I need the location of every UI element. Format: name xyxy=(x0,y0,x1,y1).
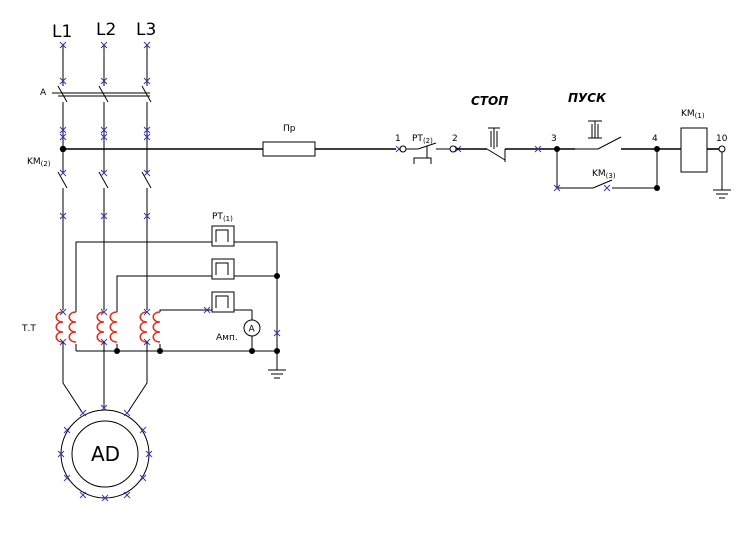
terminal-2 xyxy=(449,145,457,153)
phase-label-l1: L1 xyxy=(52,22,72,42)
current-transformers-label: Т.Т xyxy=(21,324,36,334)
ground-icon xyxy=(268,369,286,379)
contactor-coil xyxy=(680,127,708,173)
motor-rotor xyxy=(71,420,139,488)
main-contactor: KM(2) xyxy=(27,157,152,310)
junction-dot xyxy=(654,185,660,191)
thermal-relays: PT(1) A Амп. xyxy=(75,212,286,379)
node-4-label: 4 xyxy=(652,134,658,144)
control-circuit: Пр 1 PT(2) 2 СТОП 3 ПУСК 4 xyxy=(59,91,731,199)
circuit-breaker: A xyxy=(40,85,152,172)
motor-feed xyxy=(62,342,148,413)
terminal-10 xyxy=(718,145,726,153)
terminal-1 xyxy=(399,145,407,153)
ammeter-caption: Амп. xyxy=(216,333,238,343)
node-3-label: 3 xyxy=(551,134,557,144)
relay-top-label: PT(1) xyxy=(212,212,233,223)
phase-label-l3: L3 xyxy=(136,20,156,40)
holding-contact-label: KM(3) xyxy=(592,169,616,180)
phase-labels: L1 L2 L3 xyxy=(52,20,156,42)
motor: AD xyxy=(57,409,153,502)
current-transformers: Т.Т xyxy=(21,308,161,346)
ground-icon xyxy=(713,189,731,199)
coil-label: KM(1) xyxy=(681,109,705,120)
thermal-relay xyxy=(211,291,235,313)
ammeter-symbol: A xyxy=(249,325,256,335)
relay-series-label: PT(2) xyxy=(412,134,433,145)
phase-label-l2: L2 xyxy=(96,20,116,40)
node-10-label: 10 xyxy=(716,134,728,144)
main-contactor-label: KM(2) xyxy=(27,157,51,168)
junction-dot xyxy=(274,273,280,279)
fuse-label: Пр xyxy=(283,124,296,134)
breaker-label: A xyxy=(40,88,47,98)
start-button-label: ПУСК xyxy=(568,91,607,105)
thermal-relay xyxy=(211,225,235,247)
fuse xyxy=(262,141,316,157)
stop-button-label: СТОП xyxy=(471,94,508,108)
thermal-relay xyxy=(211,258,235,280)
phase-lines-top xyxy=(59,41,151,86)
node-2-label: 2 xyxy=(452,134,458,144)
motor-label: AD xyxy=(91,442,120,466)
node-1-label: 1 xyxy=(395,134,401,144)
